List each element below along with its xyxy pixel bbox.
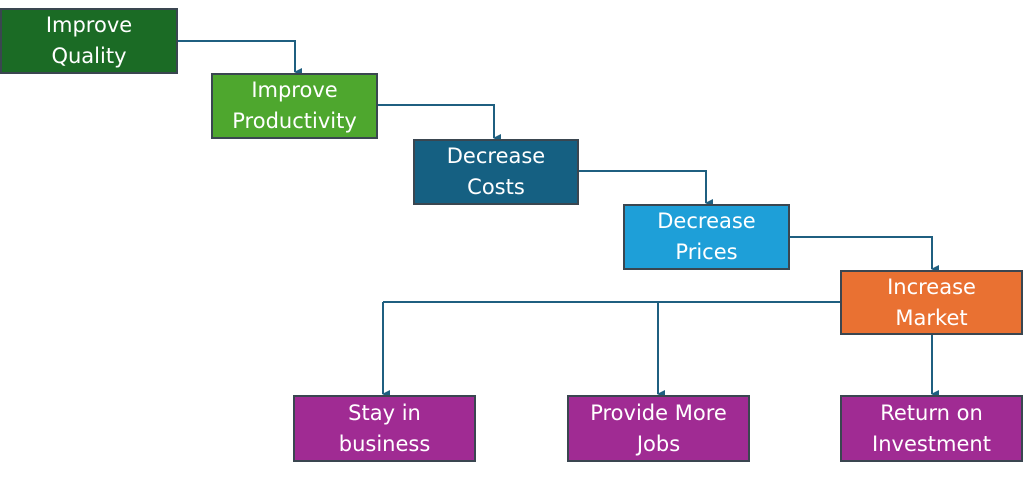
node-return-on-investment: Return on Investment xyxy=(840,395,1023,462)
node-label: Quality xyxy=(51,44,127,68)
node-label: Productivity xyxy=(232,109,357,133)
node-label: Return on xyxy=(880,400,983,425)
node-label: Stay in xyxy=(348,400,421,425)
connector-costs-prices xyxy=(578,170,713,207)
node-label: Prices xyxy=(675,240,738,264)
node-label: Jobs xyxy=(636,431,681,456)
node-label: Improve xyxy=(45,13,133,37)
node-label: Decrease xyxy=(657,209,756,233)
node-decrease-costs: Decrease Costs xyxy=(413,139,579,205)
connector-quality-productivity xyxy=(177,40,302,76)
node-label: Market xyxy=(895,305,968,330)
node-increase-market: Increase Market xyxy=(840,270,1023,335)
node-label: business xyxy=(338,431,431,456)
node-improve-productivity: Improve Productivity xyxy=(211,73,378,139)
node-label: Increase xyxy=(887,274,976,299)
node-label: Costs xyxy=(467,175,525,199)
node-provide-more-jobs: Provide More Jobs xyxy=(567,395,750,462)
connector-prices-market xyxy=(789,236,939,273)
node-label: Improve xyxy=(251,78,338,102)
node-label: Investment xyxy=(872,431,991,456)
node-improve-quality: Improve Quality xyxy=(0,8,178,74)
node-label: Decrease xyxy=(446,144,546,168)
node-stay-in-business: Stay in business xyxy=(293,395,476,462)
node-label: Provide More xyxy=(590,400,727,425)
connector-productivity-costs xyxy=(378,104,501,142)
node-decrease-prices: Decrease Prices xyxy=(623,204,790,270)
